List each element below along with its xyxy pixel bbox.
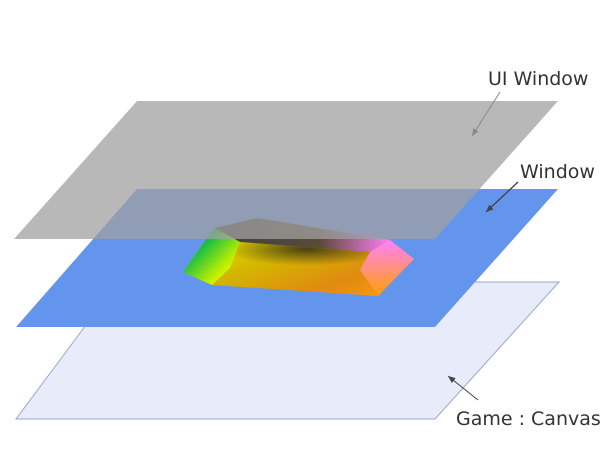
ui-window-label: UI Window [488, 68, 588, 90]
canvas-arrow [447, 375, 479, 401]
window-arrow [485, 181, 519, 213]
ui-window-arrow [471, 91, 501, 137]
canvas-label: Game : Canvas [456, 408, 600, 430]
ui-window-layer-plane [14, 101, 558, 239]
window-label: Window [520, 161, 595, 183]
